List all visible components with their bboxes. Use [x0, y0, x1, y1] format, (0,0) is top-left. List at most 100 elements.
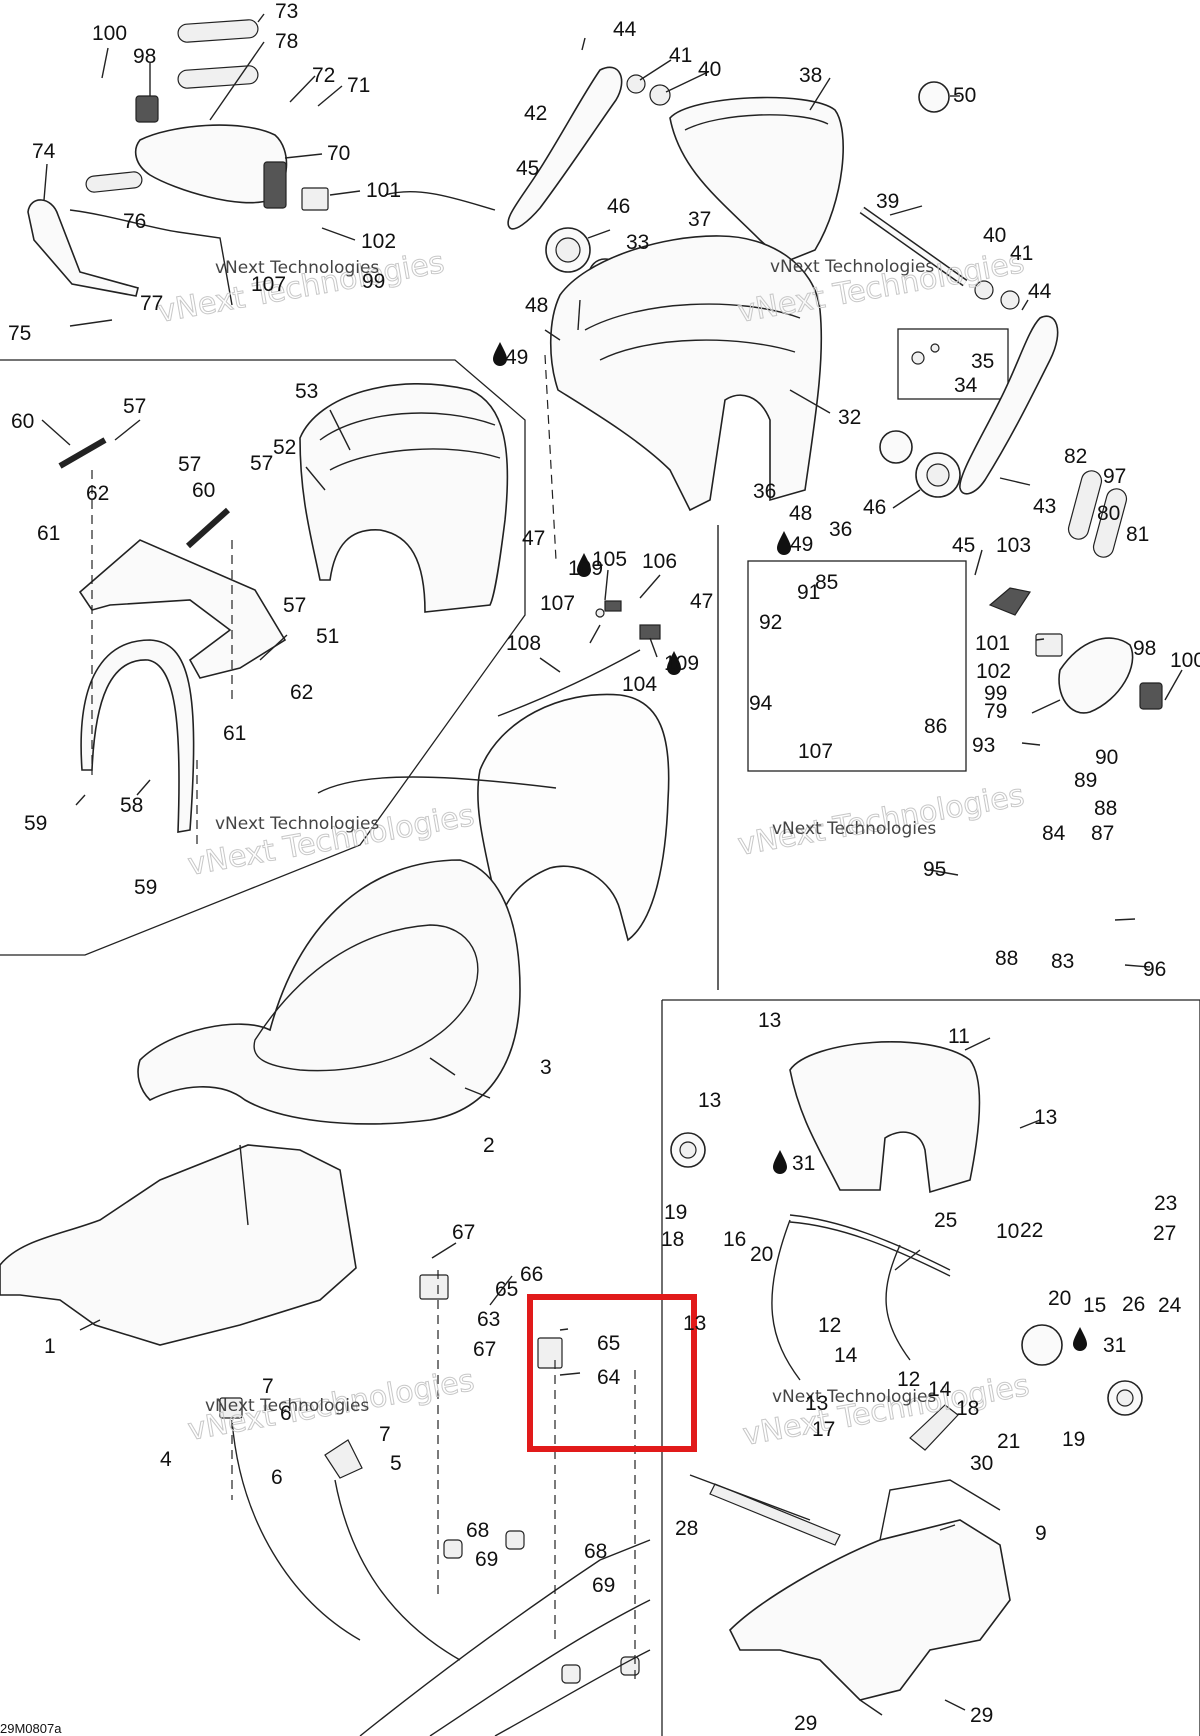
- callout-84: 84: [1042, 822, 1066, 845]
- highlight-box: [527, 1294, 697, 1452]
- callout-100: 100: [1170, 649, 1200, 672]
- callout-80: 80: [1097, 502, 1120, 525]
- callout-86: 86: [924, 715, 947, 738]
- callout-13: 13: [805, 1392, 828, 1415]
- callout-18: 18: [956, 1397, 979, 1420]
- callout-13: 13: [758, 1009, 781, 1032]
- lubricant-drop-markers: [493, 342, 1087, 1351]
- callout-66: 66: [520, 1263, 543, 1286]
- callout-93: 93: [972, 734, 995, 757]
- callout-61: 61: [37, 522, 60, 545]
- callout-107: 107: [798, 740, 833, 763]
- callout-3: 3: [540, 1056, 552, 1079]
- callout-40: 40: [698, 58, 721, 81]
- callout-49: 49: [505, 346, 528, 369]
- callout-104: 104: [622, 673, 657, 696]
- callout-35: 35: [971, 350, 994, 373]
- callout-2: 2: [483, 1134, 495, 1157]
- callout-68: 68: [584, 1540, 607, 1563]
- callout-49: 49: [790, 533, 813, 556]
- callout-24: 24: [1158, 1294, 1182, 1317]
- callout-61: 61: [223, 722, 246, 745]
- callout-28: 28: [675, 1517, 698, 1540]
- callout-68: 68: [466, 1519, 489, 1542]
- callout-15: 15: [1083, 1294, 1106, 1317]
- callout-108: 108: [506, 632, 541, 655]
- callout-63: 63: [477, 1308, 500, 1331]
- callout-102: 102: [976, 660, 1011, 683]
- callout-20: 20: [750, 1243, 773, 1266]
- callout-59: 59: [24, 812, 47, 835]
- callout-13: 13: [1034, 1106, 1057, 1129]
- callout-96: 96: [1143, 958, 1166, 981]
- callout-26: 26: [1122, 1293, 1145, 1316]
- drawing-code: 29M0807a: [0, 1721, 62, 1736]
- watermark-text: vNext Technologies: [215, 258, 379, 278]
- callout-72: 72: [312, 64, 335, 87]
- callout-6: 6: [280, 1402, 292, 1425]
- callout-47: 47: [522, 527, 545, 550]
- watermark-text: vNext Technologies: [215, 814, 379, 834]
- callout-105: 105: [592, 548, 627, 571]
- callout-92: 92: [759, 611, 782, 634]
- callout-19: 19: [664, 1201, 687, 1224]
- callout-65: 65: [597, 1332, 620, 1355]
- callout-107: 107: [251, 273, 286, 296]
- callout-29: 29: [794, 1712, 817, 1735]
- callout-16: 16: [723, 1228, 746, 1251]
- callout-46: 46: [607, 195, 630, 218]
- callout-106: 106: [642, 550, 677, 573]
- callout-21: 21: [997, 1430, 1020, 1453]
- watermark-text: vNext Technologies: [205, 1396, 369, 1416]
- callout-12: 12: [897, 1368, 920, 1391]
- callout-64: 64: [597, 1366, 621, 1389]
- callout-1: 1: [44, 1335, 56, 1358]
- callout-48: 48: [525, 294, 548, 317]
- callout-36: 36: [753, 480, 776, 503]
- callout-31: 31: [1103, 1334, 1126, 1357]
- callout-6: 6: [271, 1466, 283, 1489]
- callout-57: 57: [123, 395, 146, 418]
- watermark-text: vNext Technologies: [770, 257, 934, 277]
- callout-12: 12: [818, 1314, 841, 1337]
- callout-9: 9: [1035, 1522, 1047, 1545]
- callout-57: 57: [283, 594, 306, 617]
- callout-71: 71: [347, 74, 370, 97]
- callout-100: 100: [92, 22, 127, 45]
- callout-48: 48: [789, 502, 812, 525]
- callout-77: 77: [140, 292, 163, 315]
- watermark-text: vNext Technologies: [772, 819, 936, 839]
- callout-109: 109: [568, 557, 603, 580]
- callout-85: 85: [815, 571, 838, 594]
- callout-102: 102: [361, 230, 396, 253]
- callout-69: 69: [475, 1548, 498, 1571]
- callout-88: 88: [1094, 797, 1117, 820]
- callout-103: 103: [996, 534, 1031, 557]
- callout-81: 81: [1126, 523, 1149, 546]
- callout-99: 99: [362, 270, 385, 293]
- callout-95: 95: [923, 858, 946, 881]
- callout-60: 60: [11, 410, 34, 433]
- callout-82: 82: [1064, 445, 1087, 468]
- callout-46: 46: [863, 496, 886, 519]
- callout-90: 90: [1095, 746, 1118, 769]
- callout-76: 76: [123, 210, 146, 233]
- callout-47: 47: [690, 590, 713, 613]
- callout-36: 36: [829, 518, 852, 541]
- callout-109: 109: [664, 652, 699, 675]
- callout-74: 74: [32, 140, 56, 163]
- callout-57: 57: [178, 453, 201, 476]
- callout-107: 107: [540, 592, 575, 615]
- callout-45: 45: [516, 157, 539, 180]
- callout-52: 52: [273, 436, 296, 459]
- callout-31: 31: [792, 1152, 815, 1175]
- callout-20: 20: [1048, 1287, 1071, 1310]
- callout-37: 37: [688, 208, 711, 231]
- callout-51: 51: [316, 625, 339, 648]
- callout-70: 70: [327, 142, 350, 165]
- callout-67: 67: [452, 1221, 475, 1244]
- callout-39: 39: [876, 190, 899, 213]
- callout-5: 5: [390, 1452, 402, 1475]
- callout-13: 13: [698, 1089, 721, 1112]
